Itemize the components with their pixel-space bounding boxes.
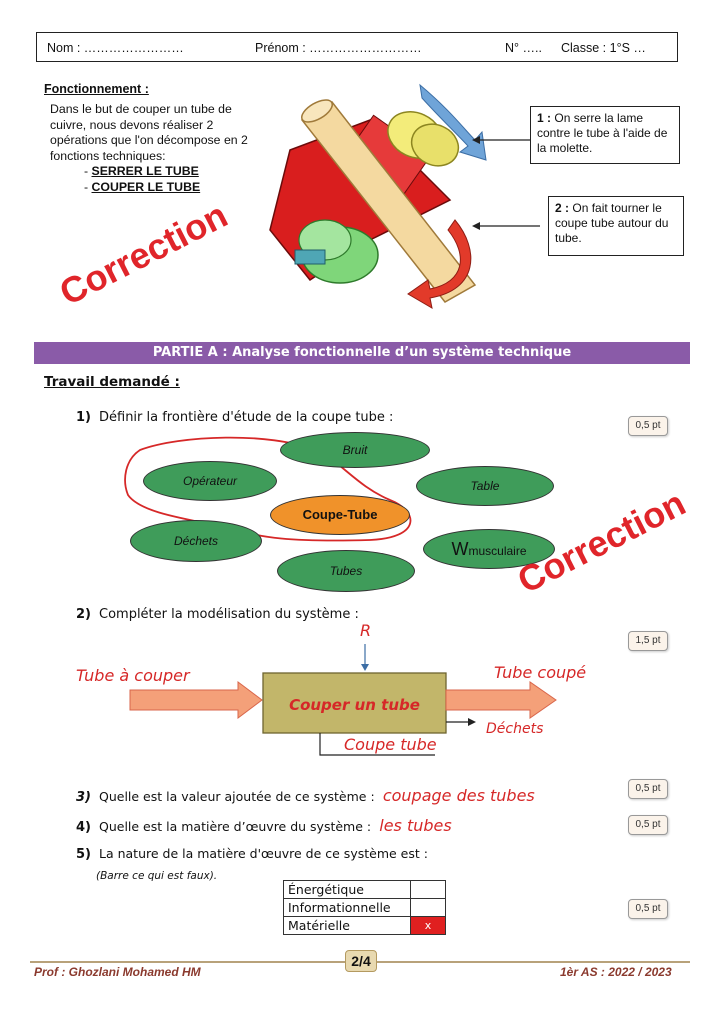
ellipse-bruit-label: Bruit <box>342 443 368 457</box>
ellipse-coupe-tube-label: Coupe-Tube <box>302 507 378 522</box>
points-badge-q3: 0,5 pt <box>628 779 668 799</box>
question-1-text: Définir la frontière d'étude de la coupe… <box>99 410 394 425</box>
points-badge-q2: 1,5 pt <box>628 631 668 651</box>
function-2-label: COUPER LE TUBE <box>91 179 201 194</box>
function-1-label: SERRER LE TUBE <box>91 164 199 178</box>
points-badge-q4: 0,5 pt <box>628 815 668 835</box>
function-1: - SERRER LE TUBE <box>84 164 199 178</box>
question-4: 4) Quelle est la matière d’œuvre du systè… <box>76 816 452 835</box>
model-function-label: Couper un tube <box>289 696 420 714</box>
nature-mark-cell[interactable] <box>410 898 446 917</box>
classe-field: Classe : 1°S … <box>561 41 646 55</box>
system-model-diagram <box>129 644 557 756</box>
ellipse-tubes-label: Tubes <box>329 564 363 578</box>
tube-end-shape <box>300 99 334 123</box>
question-4-answer: les tubes <box>379 816 452 835</box>
model-r-label: R <box>360 621 372 640</box>
page-number: 2/4 <box>345 950 377 972</box>
intro-text: Dans le but de couper un tube de cuivre,… <box>50 102 262 195</box>
question-2: 2) Compléter la modélisation du système : <box>76 607 359 622</box>
ellipse-w-symbol: W <box>451 539 469 559</box>
ellipse-bruit: Bruit <box>280 432 430 468</box>
ellipse-table-label: Table <box>470 479 500 493</box>
tube-cutter-illustration <box>269 83 487 309</box>
question-5-note: (Barre ce qui est faux). <box>96 870 218 882</box>
nature-mark-cell[interactable]: x <box>410 916 446 935</box>
nature-mark-cell[interactable] <box>410 880 446 899</box>
intro-paragraph: Dans le but de couper un tube de cuivre,… <box>50 102 248 163</box>
question-1: 1) Définir la frontière d'étude de la cou… <box>76 410 393 425</box>
travail-title: Travail demandé : <box>44 374 180 390</box>
gear-shape <box>294 249 326 265</box>
callout-1-number: 1 : <box>537 111 552 125</box>
callout-2-arrowhead-icon <box>472 222 480 230</box>
callout-2: 2 : On fait tourner le coupe tube autour… <box>548 196 684 256</box>
ellipse-operateur: Opérateur <box>143 461 277 501</box>
table-row: Énergétique <box>283 880 446 899</box>
ellipse-operateur-label: Opérateur <box>182 474 238 488</box>
question-3-text: Quelle est la valeur ajoutée de ce systè… <box>99 789 375 804</box>
rotate-arrow-top-icon <box>419 83 487 161</box>
callout-1-text: On serre la lame contre le tube à l'aide… <box>537 111 668 155</box>
waste-arrowhead-icon <box>468 718 476 726</box>
callout-pointers <box>472 136 540 230</box>
output-arrow-shape <box>445 681 557 719</box>
footer-year: 1èr AS : 2022 / 2023 <box>560 965 672 979</box>
function-2: - COUPER LE TUBE <box>84 179 201 194</box>
question-5-text: La nature de la matière d'œuvre de ce sy… <box>99 846 428 861</box>
nature-label: Énergétique <box>283 880 411 899</box>
callout-1-arrowhead-icon <box>472 136 480 144</box>
question-1-number: 1) <box>76 410 91 425</box>
knob-side-shape <box>410 123 460 167</box>
prenom-field: Prénom : ……………………… <box>255 41 422 55</box>
numero-field: N° ….. <box>505 41 542 55</box>
nom-field: Nom : …………………… <box>47 41 184 55</box>
table-row: Informationnelle <box>283 898 446 917</box>
nature-label: Informationnelle <box>283 898 411 917</box>
nature-label: Matérielle <box>283 916 411 935</box>
model-waste-label: Déchets <box>486 721 544 737</box>
footer-prof: Prof : Ghozlani Mohamed HM <box>34 965 201 979</box>
points-badge-q1: 0,5 pt <box>628 416 668 436</box>
question-2-number: 2) <box>76 607 91 622</box>
function-box-shape <box>262 672 447 734</box>
intro-title: Fonctionnement : <box>44 82 149 96</box>
input-arrow-shape <box>129 681 263 719</box>
ellipse-table: Table <box>416 466 554 506</box>
question-4-number: 4) <box>76 820 91 835</box>
support-line <box>319 733 435 756</box>
callout-2-number: 2 : <box>555 201 570 215</box>
student-info-header: Nom : …………………… Prénom : ……………………… N° …..… <box>36 32 678 62</box>
ellipse-dechets-label: Déchets <box>173 534 219 548</box>
callout-2-text: On fait tourner le coupe tube autour du … <box>555 201 669 245</box>
section-banner: PARTIE A : Analyse fonctionnelle d’un sy… <box>34 342 690 364</box>
model-output-label: Tube coupé <box>494 663 587 682</box>
nature-table: Énergétique Informationnelle Matérielle … <box>283 880 446 935</box>
question-2-text: Compléter la modélisation du système : <box>99 607 359 622</box>
ellipse-w-label: musculaire <box>468 544 527 558</box>
question-3-answer: coupage des tubes <box>382 786 535 805</box>
ellipse-w-musculaire: Wmusculaire <box>423 529 555 569</box>
question-4-text: Quelle est la matière d’œuvre du système… <box>99 819 372 834</box>
ellipse-coupe-tube: Coupe-Tube <box>270 495 410 535</box>
callout-1: 1 : On serre la lame contre le tube à l'… <box>530 106 680 164</box>
points-badge-q5: 0,5 pt <box>628 899 668 919</box>
correction-stamp-top: Correction <box>52 193 234 314</box>
control-arrowhead-icon <box>361 664 369 671</box>
model-input-label: Tube à couper <box>76 666 190 685</box>
question-5-number: 5) <box>76 847 91 862</box>
table-row: Matérielle x <box>283 916 446 935</box>
question-5: 5) La nature de la matière d'œuvre de ce … <box>76 846 428 862</box>
model-support-label: Coupe tube <box>344 735 437 754</box>
ellipse-dechets: Déchets <box>130 520 262 562</box>
question-3: 3) Quelle est la valeur ajoutée de ce sys… <box>76 786 535 805</box>
rotate-arrow-bottom-icon <box>407 219 472 309</box>
ellipse-tubes: Tubes <box>277 550 415 592</box>
question-3-number: 3) <box>76 790 91 805</box>
